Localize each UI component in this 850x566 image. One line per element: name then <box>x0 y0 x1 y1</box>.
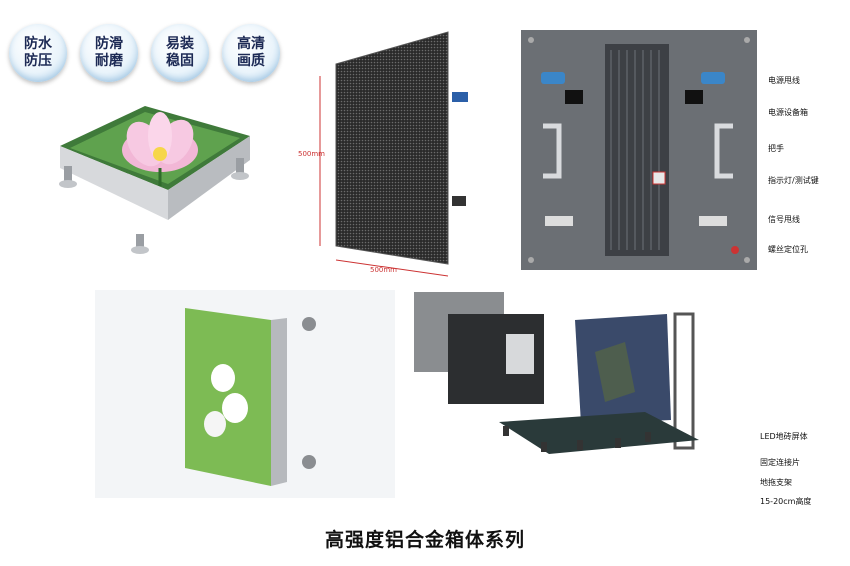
badge-line: 防压 <box>24 53 52 69</box>
callout-led-floor-panel: LED地砖屏体 <box>760 432 808 441</box>
badge-line: 易装 <box>166 36 194 52</box>
feature-badge-hd: 高清 画质 <box>222 24 280 82</box>
feature-badge-easy-install: 易装 稳固 <box>151 24 209 82</box>
badge-line: 稳固 <box>166 53 194 69</box>
led-floor-screen-image <box>499 312 699 454</box>
callout-power-box: 电源设备箱 <box>768 108 808 117</box>
feature-badge-antislip: 防滑 耐磨 <box>80 24 138 82</box>
back-panel-image <box>521 30 757 270</box>
page-title: 高强度铝合金箱体系列 <box>324 529 525 551</box>
callout-power-cable: 电源甩线 <box>768 76 800 85</box>
lotus-floor-tile-image <box>59 106 250 254</box>
badge-line: 防水 <box>24 36 52 52</box>
dimension-height-label: 500mm <box>298 150 325 158</box>
callout-floor-bracket: 地拖支架 <box>760 478 792 487</box>
callout-height: 15-20cm高度 <box>760 497 812 506</box>
badge-line: 耐磨 <box>95 53 123 69</box>
callout-handle: 把手 <box>768 144 784 153</box>
feature-badge-waterproof: 防水 防压 <box>9 24 67 82</box>
waterproof-panel-image <box>95 290 395 498</box>
callout-signal-cable: 信号甩线 <box>768 215 800 224</box>
callout-screw-hole: 螺丝定位孔 <box>768 245 808 254</box>
badge-line: 高清 <box>237 36 265 52</box>
module-front-back-image <box>414 292 544 404</box>
badge-line: 画质 <box>237 53 265 69</box>
callout-indicator-test-key: 指示灯/测试键 <box>768 176 819 185</box>
led-module-diagram <box>319 31 468 277</box>
dimension-width-label: 500mm <box>370 266 397 274</box>
badge-line: 防滑 <box>95 36 123 52</box>
callout-fixed-connector: 固定连接片 <box>760 458 800 467</box>
